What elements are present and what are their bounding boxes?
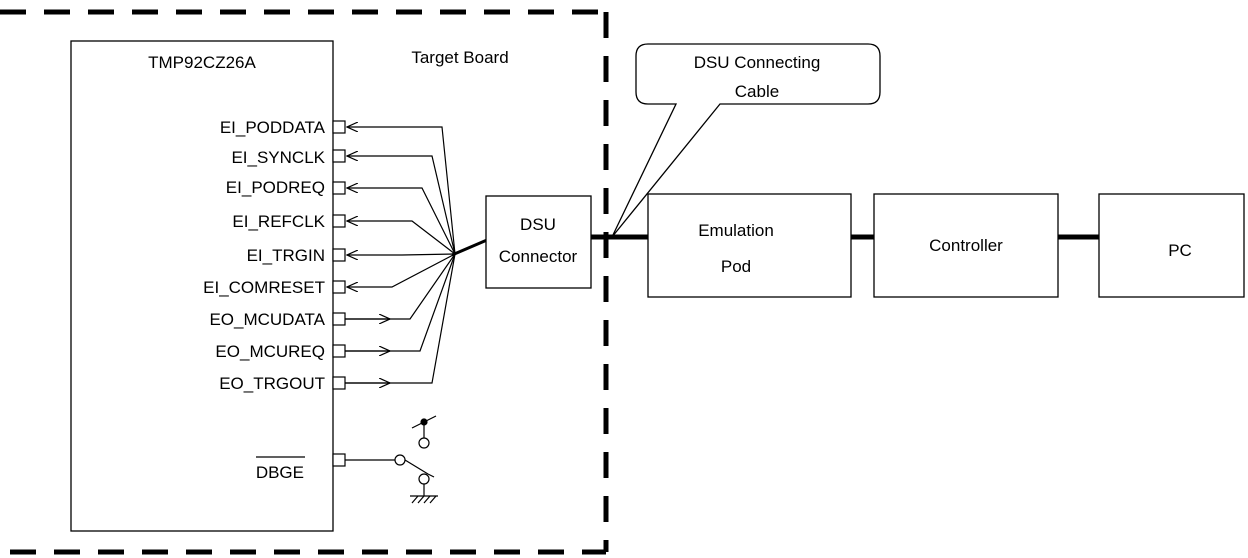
pin-ei-comreset [332, 280, 346, 294]
signal-wiring [345, 127, 456, 383]
wire-ei-refclk [347, 221, 456, 255]
pin-ei-podreq [332, 181, 346, 195]
signal-label-ei-poddata: EI_PODDATA [220, 118, 326, 137]
callout-line1: DSU Connecting [694, 53, 821, 72]
signal-label-eo-mcureq: EO_MCUREQ [215, 342, 325, 361]
pin-eo-mcudata [332, 312, 346, 326]
dsu-connector-line2: Connector [499, 247, 578, 266]
wire-ei-comreset [347, 253, 456, 287]
signal-label-ei-refclk: EI_REFCLK [232, 212, 325, 231]
pins [332, 120, 346, 467]
pin-eo-mcureq [332, 344, 346, 358]
emulation-pod-line1: Emulation [698, 221, 774, 240]
pc-label: PC [1168, 241, 1192, 260]
bus-to-connector [451, 238, 488, 257]
dsu-connector-box [485, 195, 592, 289]
target-board-boundary [0, 9, 609, 555]
pc-box [1098, 193, 1245, 298]
board-label: Target Board [411, 48, 508, 67]
dsu-connector-line1: DSU [520, 215, 556, 234]
pin-eo-trgout [332, 376, 346, 390]
chip-name: TMP92CZ26A [148, 53, 256, 72]
pin-dbge [332, 453, 346, 467]
dbge-switch [345, 415, 438, 504]
controller-box [873, 193, 1059, 298]
wire-ei-poddata [347, 127, 456, 255]
wire-eo-mcureq [345, 253, 456, 352]
signal-label-eo-trgout: EO_TRGOUT [219, 374, 325, 393]
signal-labels: EI_PODDATA EI_SYNCLK EI_PODREQ EI_REFCLK… [203, 118, 326, 393]
signal-label-ei-podreq: EI_PODREQ [226, 178, 325, 197]
wire-ei-podreq [347, 188, 456, 255]
pin-ei-synclk [332, 149, 346, 163]
signal-label-ei-synclk: EI_SYNCLK [231, 148, 325, 167]
wire-ei-trgin [347, 254, 456, 255]
pin-ei-trgin [332, 248, 346, 262]
cable-callout [611, 43, 881, 238]
signal-label-ei-trgin: EI_TRGIN [247, 246, 325, 265]
signal-label-ei-comreset: EI_COMRESET [203, 278, 325, 297]
pin-ei-refclk [332, 214, 346, 228]
dbge-label: DBGE [256, 463, 304, 482]
emulation-pod-line2: Pod [721, 257, 751, 276]
controller-label: Controller [929, 236, 1003, 255]
wire-ei-synclk [347, 156, 456, 255]
signal-label-eo-mcudata: EO_MCUDATA [209, 310, 325, 329]
pin-ei-poddata [332, 120, 346, 134]
emulation-pod-box [647, 193, 852, 298]
callout-line2: Cable [735, 82, 779, 101]
